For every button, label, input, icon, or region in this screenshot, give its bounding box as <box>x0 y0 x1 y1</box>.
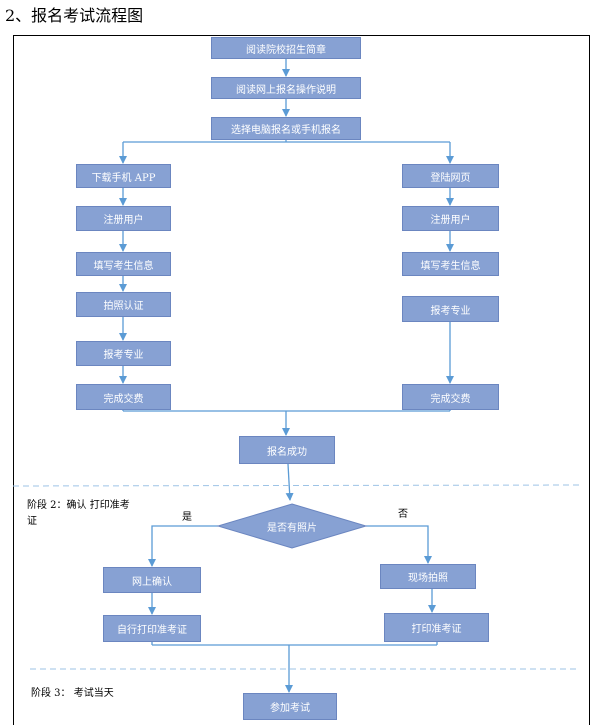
box-registration-success: 报名成功 <box>239 436 335 464</box>
box-choose-mode: 选择电脑报名或手机报名 <box>211 117 361 140</box>
arrow-no-branch <box>366 525 432 564</box>
stage-divider-1 <box>12 484 581 487</box>
stage-2-label-clip: 阶段 2：确认 打印准考证 <box>27 498 139 527</box>
box-major-right: 报考专业 <box>402 296 499 322</box>
stage-2-label: 阶段 2：确认 打印准考证 <box>27 500 130 527</box>
box-pay-right: 完成交费 <box>402 384 499 410</box>
box-pay-left: 完成交费 <box>76 384 171 410</box>
page-heading: 2、报名考试流程图 <box>5 6 144 25</box>
box-photo-auth: 拍照认证 <box>76 292 171 317</box>
box-read-guide: 阅读院校招生简章 <box>211 37 361 59</box>
box-self-print: 自行打印准考证 <box>103 615 201 642</box>
yes-label: 是 <box>182 512 192 523</box>
decision-diamond <box>216 503 368 549</box>
box-fill-info-right: 填写考生信息 <box>402 252 499 276</box>
diagram-frame <box>13 35 590 725</box>
stage-3-label: 阶段 3： 考试当天 <box>31 688 114 699</box>
no-label: 否 <box>398 509 408 520</box>
box-fill-info-left: 填写考生信息 <box>76 252 171 276</box>
decision-text: 是否有照片 <box>267 522 317 534</box>
box-print-ticket: 打印准考证 <box>384 613 489 642</box>
box-register-left: 注册用户 <box>76 206 171 231</box>
arrow-yes-branch <box>148 525 218 567</box>
box-attend-exam: 参加考试 <box>243 693 337 720</box>
box-onsite-photo: 现场拍照 <box>380 564 476 589</box>
box-read-online: 阅读网上报名操作说明 <box>211 77 361 99</box>
box-major-left: 报考专业 <box>76 341 171 366</box>
box-register-right: 注册用户 <box>402 206 499 231</box>
box-download-app: 下载手机 APP <box>76 164 171 188</box>
arrow-success-to-decision <box>285 463 294 501</box>
box-online-confirm: 网上确认 <box>103 567 201 593</box>
box-login-web: 登陆网页 <box>402 164 499 188</box>
